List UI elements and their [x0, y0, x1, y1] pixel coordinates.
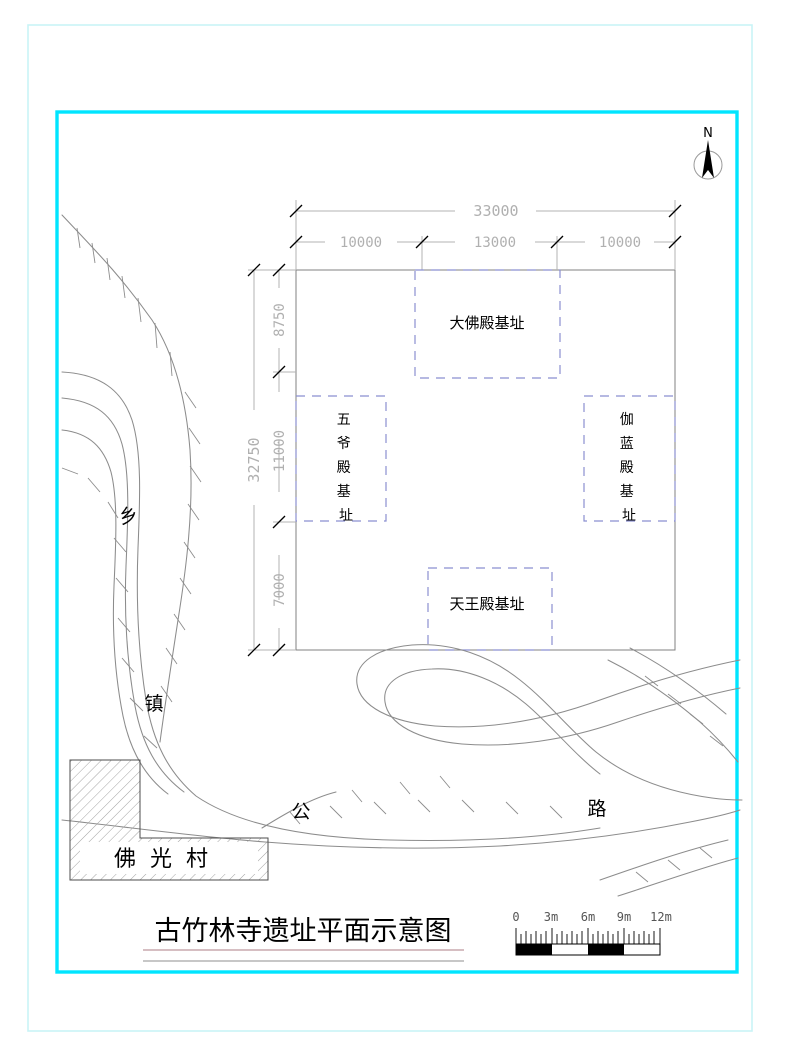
road-label-xiang: 乡 — [117, 503, 141, 529]
road-label-lu: 路 — [587, 798, 606, 820]
dimension-horizontal-total — [289, 200, 682, 270]
north-arrow: N — [693, 126, 723, 180]
north-label: N — [703, 126, 713, 141]
scale-tick-label-3: 9m — [617, 910, 631, 924]
hall-label-wuye: 五 爷 殿 基 址 — [337, 412, 355, 524]
dimension-vertical-total — [247, 263, 296, 657]
frame-outer — [27, 24, 753, 1032]
dimension-horizontal-segments — [289, 235, 682, 270]
dimension-seg-v-3: 7000 — [272, 573, 288, 607]
hall-label-qielan: 伽 蓝 殿 基 址 — [620, 412, 638, 524]
frame-inner — [55, 110, 739, 974]
dimension-seg-v-2: 11000 — [272, 430, 288, 472]
village-label: 佛光村 — [114, 847, 222, 872]
slope-hachures — [61, 227, 724, 883]
dimension-seg-h-1: 10000 — [340, 235, 382, 251]
hall-great-buddha: 大佛殿基址 — [414, 269, 561, 379]
hall-qielan: 伽 蓝 殿 基 址 — [583, 395, 676, 524]
scale-tick-label-4: 12m — [650, 910, 672, 924]
road-label-gong: 公 — [291, 801, 310, 823]
terrain-roads — [61, 214, 743, 897]
hall-heavenly-king: 天王殿基址 — [427, 567, 553, 651]
hall-label-heavenly-king: 天王殿基址 — [449, 595, 524, 613]
dimension-seg-h-3: 10000 — [599, 235, 641, 251]
scale-bar-subticks — [515, 928, 661, 944]
scale-bar: 0 3m 6m 9m 12m — [512, 910, 672, 956]
scale-bar-fill-1 — [516, 944, 552, 955]
scale-bar-fill-2 — [588, 944, 624, 955]
dimension-seg-v-1: 8750 — [272, 303, 288, 337]
drawing-title: 古竹林寺遗址平面示意图 — [155, 916, 452, 947]
village-block: 佛光村 — [69, 759, 269, 881]
dimension-total-width-label: 33000 — [473, 202, 518, 220]
dimension-total-height-label: 32750 — [245, 437, 263, 482]
scale-tick-label-0: 0 — [512, 910, 519, 924]
dimension-seg-h-2: 13000 — [474, 235, 516, 251]
road-label-zhen: 镇 — [144, 693, 163, 715]
hall-wuye: 五 爷 殿 基 址 — [295, 395, 387, 524]
scale-tick-label-1: 3m — [544, 910, 558, 924]
dimension-vertical-segments — [272, 263, 296, 657]
scale-tick-label-2: 6m — [581, 910, 595, 924]
hall-label-great-buddha: 大佛殿基址 — [449, 314, 524, 332]
